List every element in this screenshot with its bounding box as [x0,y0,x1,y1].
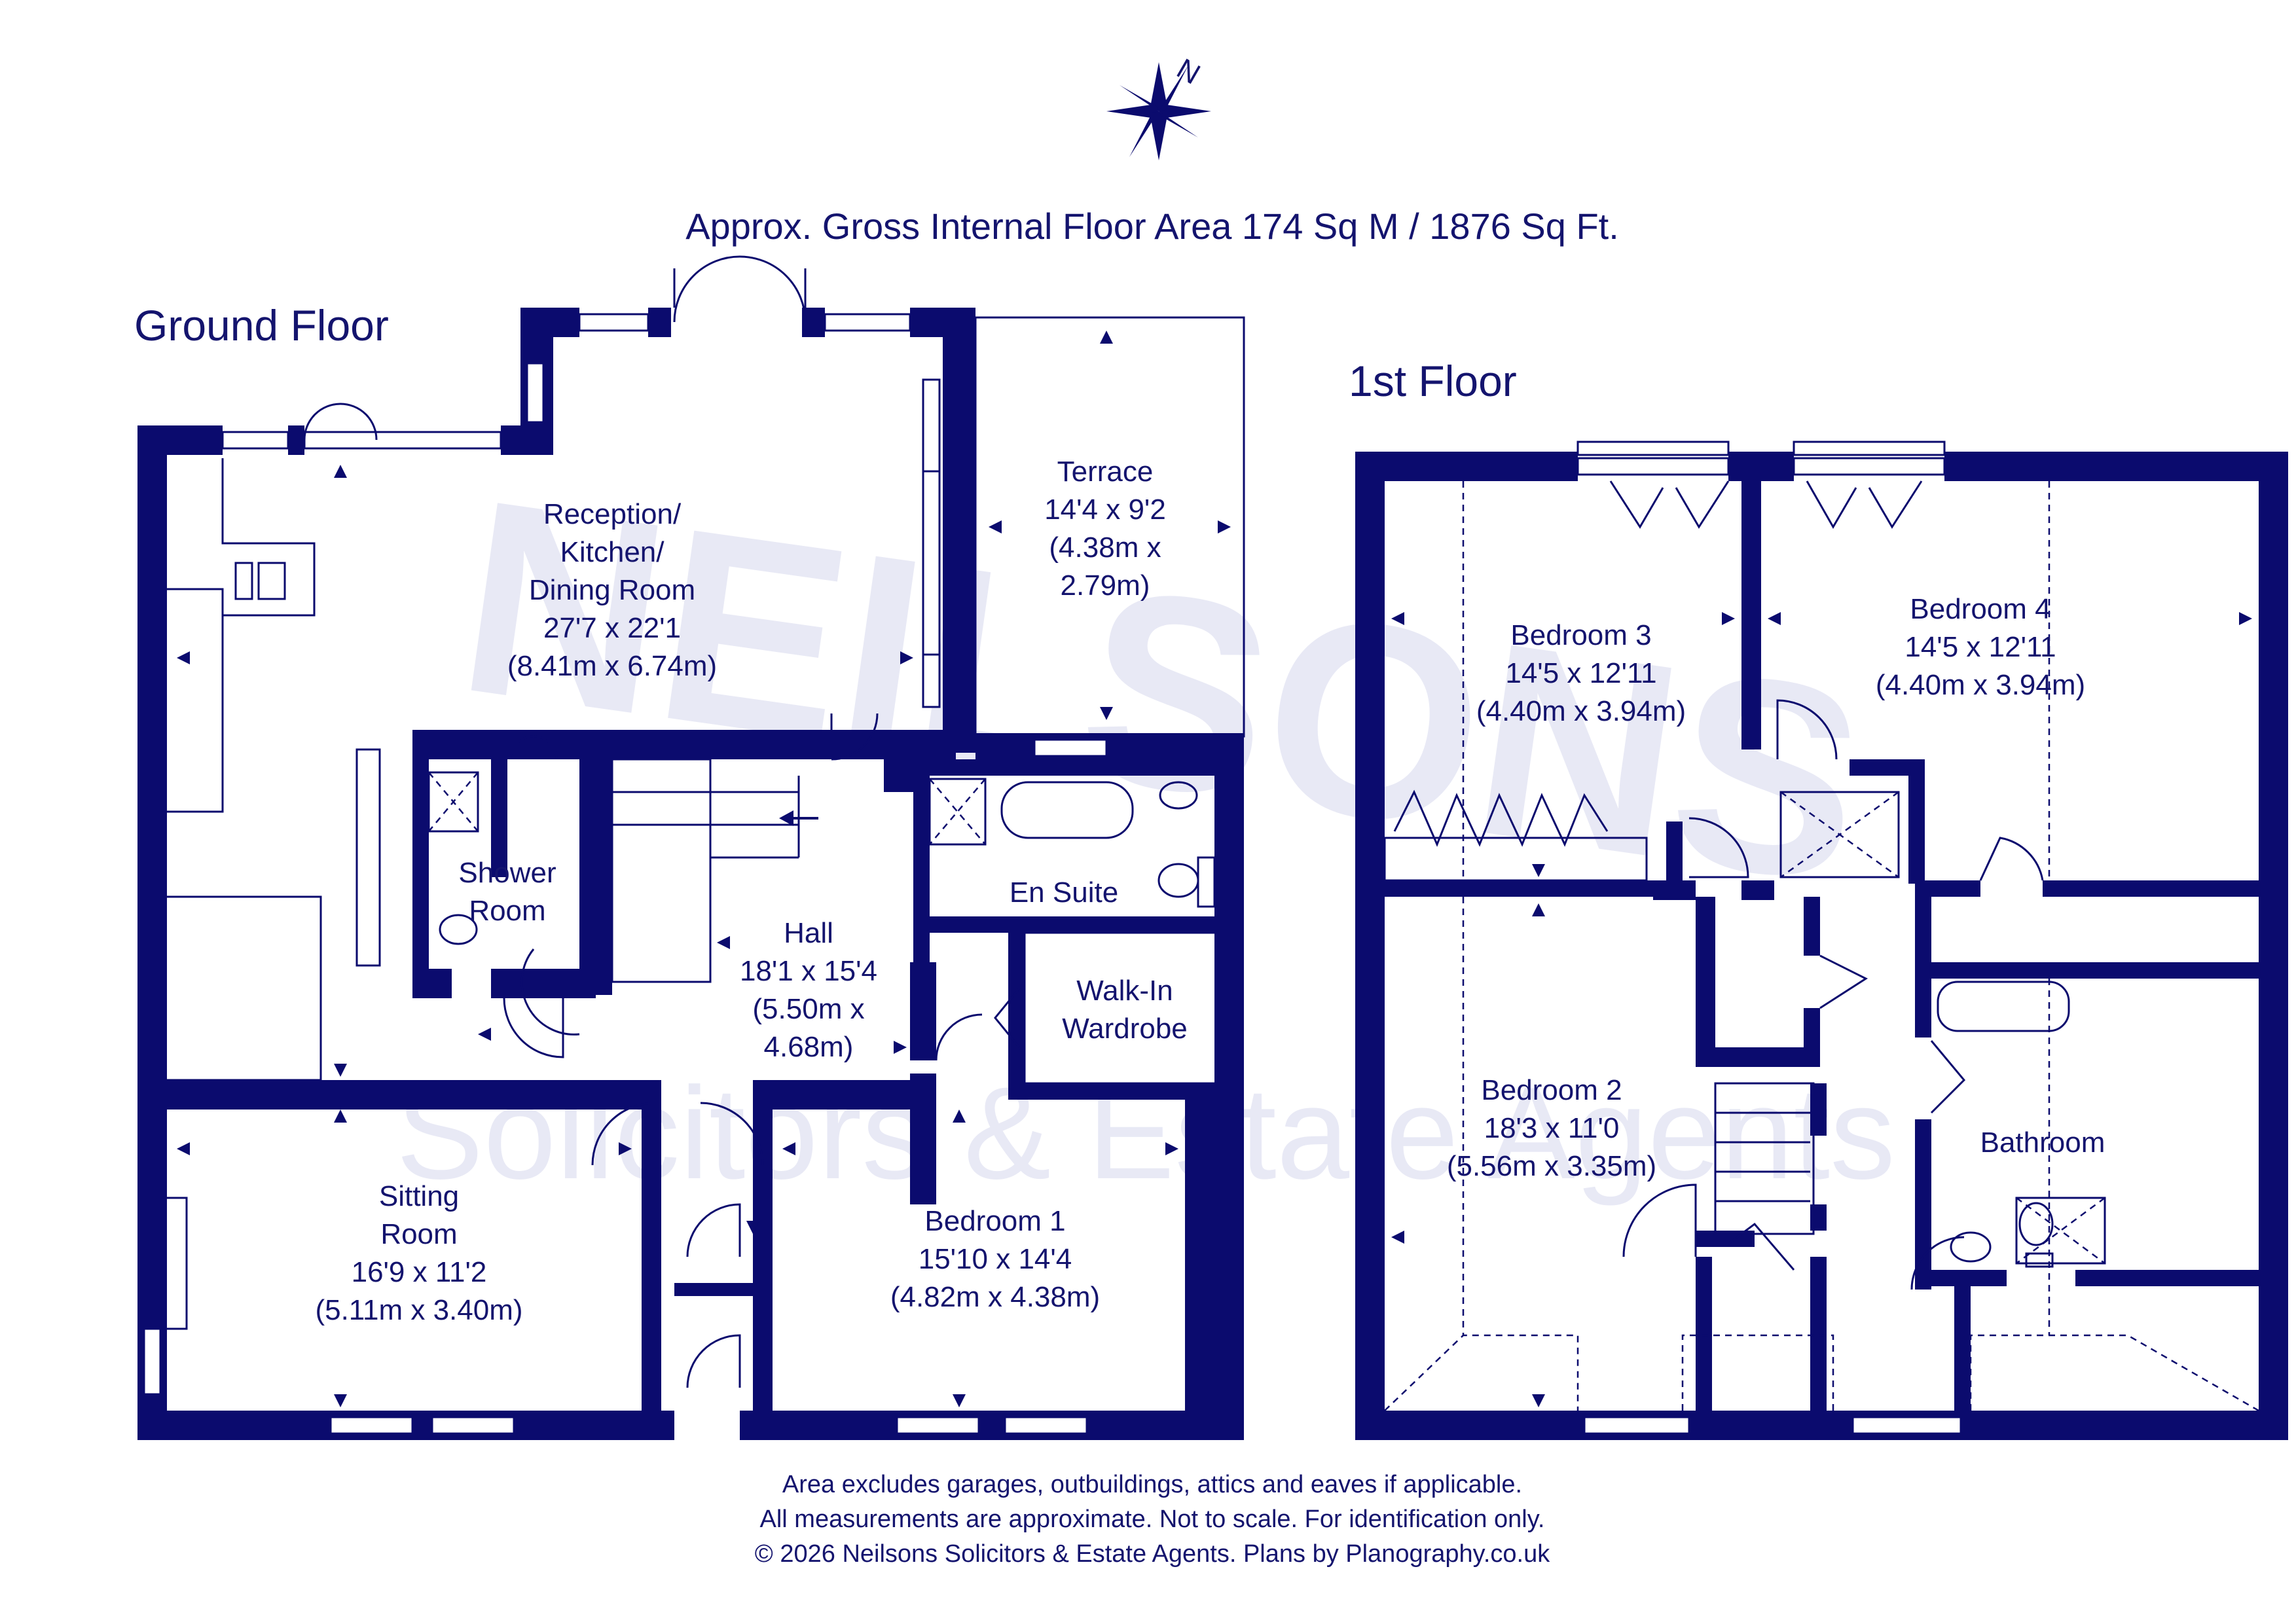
first-floor-plan [1355,441,2288,1440]
label-walk-in-wardrobe-line: Walk-In [1076,975,1173,1007]
label-hall: Hall 18'1 x 15'4 (5.50m x 4.68m) [740,917,877,1063]
label-bedroom-3: Bedroom 3 14'5 x 12'11 (4.40m x 3.94m) [1476,619,1686,727]
label-bedroom-4-line: Bedroom 4 [1910,593,2050,625]
room-labels: Reception/Kitchen/Dining Room 27'7 x 22'1… [315,456,2105,1326]
label-bathroom: Bathroom [1980,1127,2105,1159]
label-terrace: Terrace 14'4 x 9'2 (4.38m x 2.79m) [1044,456,1166,602]
label-bedroom-3-line: 14'5 x 12'11 [1505,657,1656,689]
footer-note-2: All measurements are approximate. Not to… [760,1506,1545,1533]
compass-icon: N [1106,52,1211,160]
label-bedroom-4-line: 14'5 x 12'11 [1904,631,2056,663]
label-bedroom-3-line: Bedroom 3 [1510,619,1651,651]
label-bedroom-1: Bedroom 1 15'10 x 14'4 (4.82m x 4.38m) [890,1205,1100,1313]
area-title: Approx. Gross Internal Floor Area 174 Sq… [685,206,1619,247]
label-bedroom-4-line: (4.40m x 3.94m) [1876,669,2085,701]
footer-note-1: Area excludes garages, outbuildings, att… [782,1471,1522,1498]
label-bathroom-line: Bathroom [1980,1127,2105,1159]
label-hall-line: 18'1 x 15'4 [740,955,877,987]
label-bedroom-3-line: (4.40m x 3.94m) [1476,695,1686,727]
label-sitting-room-line: (5.11m x 3.40m) [315,1294,522,1326]
label-bedroom-2-line: 18'3 x 11'0 [1484,1112,1620,1144]
label-shower-room-line: Shower [458,857,556,889]
label-reception-kitchen-dining-line: Kitchen/ [560,536,665,568]
label-hall-line: (5.50m x [752,993,864,1025]
label-reception-kitchen-dining-line: 27'7 x 22'1 [543,612,681,644]
label-hall-line: Hall [784,917,833,949]
ground-floor-title: Ground Floor [134,301,389,350]
label-en-suite: En Suite [1010,876,1118,909]
label-bedroom-1-line: Bedroom 1 [924,1205,1065,1237]
label-bedroom-4: Bedroom 4 14'5 x 12'11 (4.40m x 3.94m) [1876,593,2085,701]
label-sitting-room-line: Sitting [379,1180,459,1212]
ground-floor-plan [137,255,1245,1440]
label-reception-kitchen-dining-line: (8.41m x 6.74m) [507,650,717,682]
label-terrace-line: 14'4 x 9'2 [1044,494,1166,526]
footer-copyright: © 2026 Neilsons Solicitors & Estate Agen… [755,1540,1550,1568]
label-terrace-line: 2.79m) [1061,569,1150,602]
label-shower-room-line: Room [469,895,545,927]
label-bedroom-1-line: (4.82m x 4.38m) [890,1281,1100,1313]
label-reception-kitchen-dining-line: Reception/ [543,498,682,530]
label-walk-in-wardrobe-line: Wardrobe [1062,1013,1188,1045]
label-sitting-room-line: Room [380,1218,457,1250]
label-bedroom-2-line: Bedroom 2 [1481,1074,1622,1106]
label-bedroom-1-line: 15'10 x 14'4 [919,1243,1072,1275]
label-sitting-room-line: 16'9 x 11'2 [352,1256,487,1288]
label-reception-kitchen-dining: Reception/Kitchen/Dining Room 27'7 x 22'1… [507,498,717,682]
label-terrace-line: Terrace [1057,456,1154,488]
label-terrace-line: (4.38m x [1049,532,1161,564]
label-en-suite-line: En Suite [1010,876,1118,909]
label-reception-kitchen-dining-line: Dining Room [529,574,695,606]
first-floor-title: 1st Floor [1349,357,1517,405]
label-bedroom-2-line: (5.56m x 3.35m) [1447,1150,1656,1182]
label-hall-line: 4.68m) [764,1031,854,1063]
label-bedroom-2: Bedroom 2 18'3 x 11'0 (5.56m x 3.35m) [1447,1074,1656,1182]
